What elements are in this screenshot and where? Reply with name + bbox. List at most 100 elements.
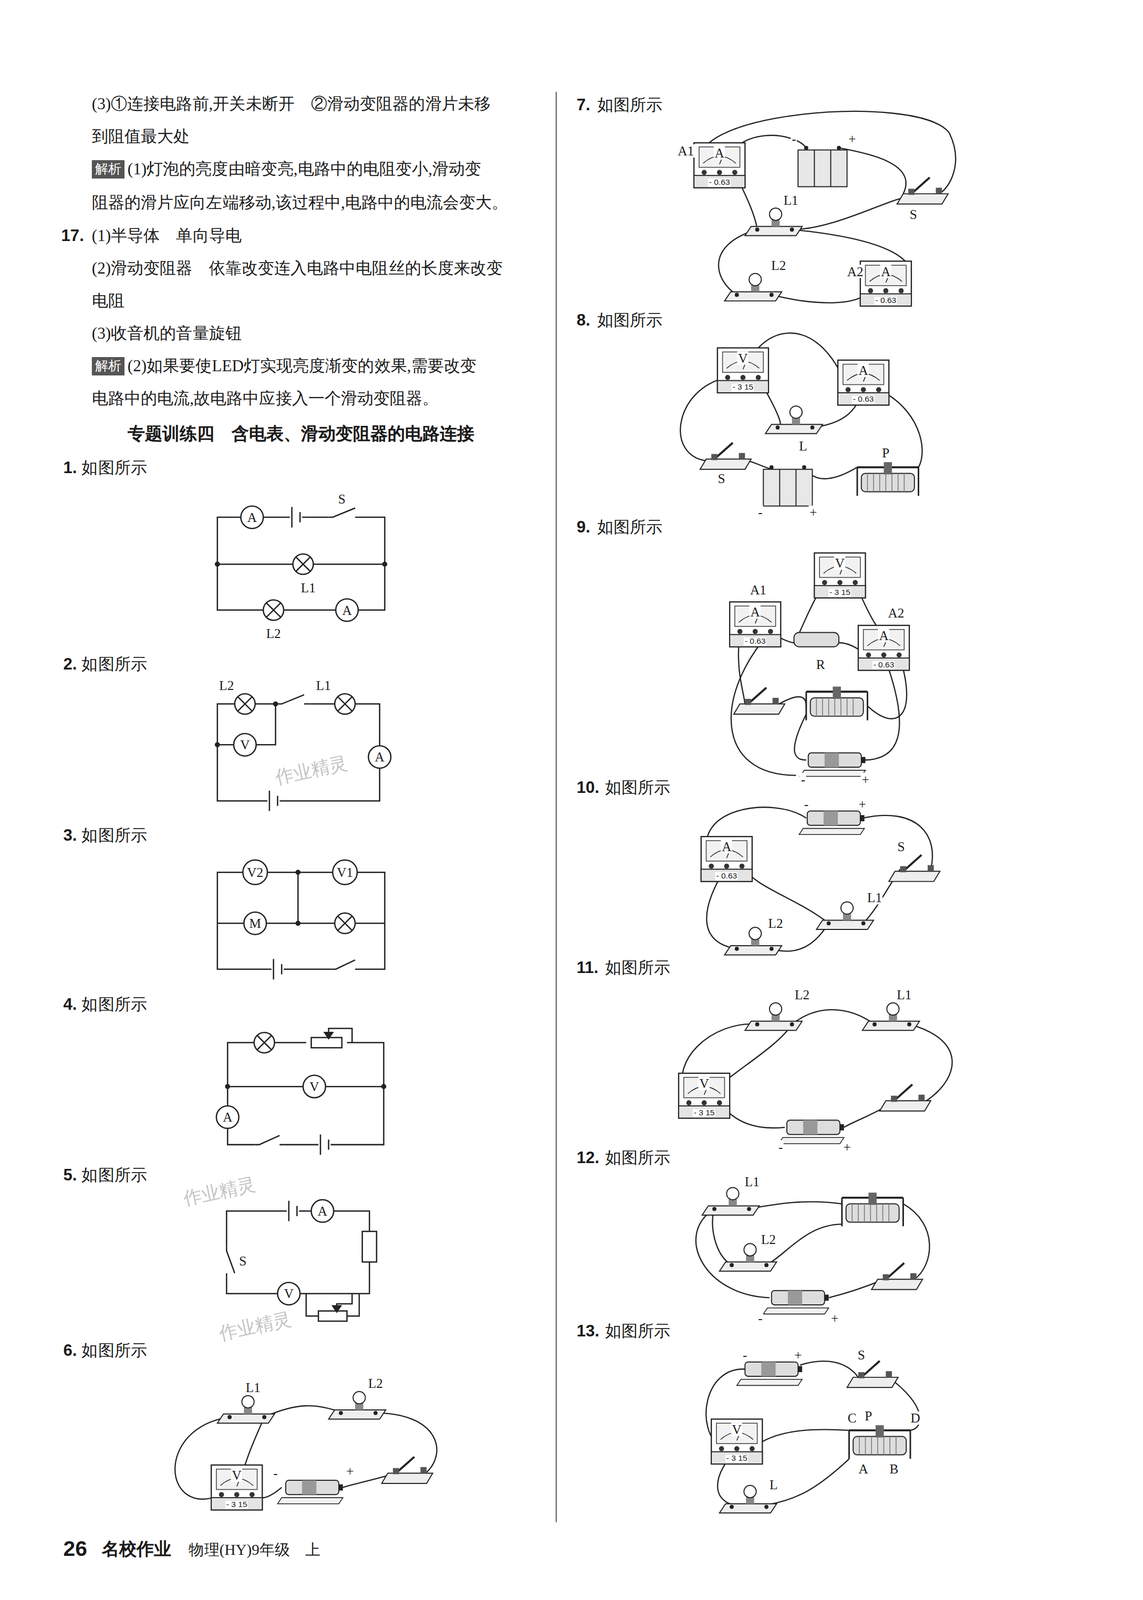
answer-text: 如图所示: [81, 994, 147, 1016]
component-label: L1: [743, 1175, 761, 1189]
component-label: +: [808, 505, 818, 519]
meter-scale: - 0.63: [851, 396, 876, 405]
component-label: L2: [367, 1377, 384, 1391]
component-label: V2: [245, 866, 265, 880]
component-label: A: [373, 750, 386, 764]
answer-text: 如图所示: [605, 777, 671, 798]
component-label: L1: [244, 1381, 262, 1395]
answer-text: (3)收音机的音量旋钮: [91, 323, 242, 345]
answer-text: (3)①连接电路前,开关未断开 ②滑动变阻器的滑片未移: [91, 94, 491, 115]
component-label: L1: [299, 580, 317, 595]
component-label: S: [717, 472, 727, 486]
component-label: -: [803, 797, 810, 811]
answer-text: 如图所示: [605, 1321, 671, 1343]
component-label: R: [815, 657, 827, 671]
component-label: V: [231, 1469, 243, 1483]
component-label: S: [337, 492, 347, 506]
question-number: 1.: [63, 458, 77, 479]
component-label: V: [731, 1422, 743, 1437]
component-label: L1: [895, 988, 913, 1002]
question-number: 10.: [576, 777, 600, 798]
component-label: +: [829, 1312, 840, 1326]
component-label: -: [790, 132, 797, 146]
component-label: V: [239, 738, 251, 752]
analysis-tag: 解析: [91, 160, 125, 179]
component-label: V: [698, 1077, 711, 1091]
component-label: A: [857, 364, 870, 378]
meter-scale: - 0.63: [743, 637, 767, 647]
answer-text: 阻器的滑片应向左端移动,该过程中,电路中的电流会变大。: [91, 192, 509, 214]
page-number: 26: [63, 1536, 87, 1562]
meter-scale: - 3 15: [828, 588, 852, 598]
component-label: -: [756, 1312, 764, 1326]
component-label: D: [909, 1411, 922, 1426]
meter-scale: - 3 15: [731, 383, 755, 393]
component-label: +: [345, 1464, 355, 1479]
answer-text: (1)灯泡的亮度由暗变亮,电路中的电阻变小,滑动变: [127, 159, 482, 180]
component-label: A2: [886, 606, 906, 620]
answer-text: 到阻值最大处: [91, 126, 191, 148]
analysis-tag: 解析: [91, 357, 125, 376]
answer-text: 电阻: [91, 291, 125, 312]
component-label: -: [777, 1140, 784, 1154]
component-label: L: [797, 439, 808, 453]
component-label: A: [857, 1462, 870, 1477]
component-label: V1: [335, 866, 355, 880]
component-label: B: [888, 1462, 900, 1477]
component-label: V: [283, 1287, 295, 1301]
component-label: L2: [760, 1233, 777, 1247]
question-number: 11.: [576, 958, 599, 979]
component-label: -: [272, 1467, 279, 1481]
component-label: A1: [676, 144, 695, 158]
answer-text: (1)半导体 单向导电: [91, 225, 242, 246]
answer-text: 如图所示: [597, 95, 663, 116]
component-label: A: [316, 1204, 329, 1219]
component-label: S: [237, 1254, 248, 1269]
meter-scale: - 0.63: [872, 661, 896, 670]
question-number: 13.: [576, 1321, 600, 1343]
section-title: 专题训练四 含电表、滑动变阻器的电路连接: [127, 422, 475, 445]
component-label: L2: [793, 988, 811, 1002]
question-number: 17.: [61, 225, 85, 246]
question-number: 6.: [63, 1341, 77, 1362]
component-label: L2: [265, 627, 283, 641]
question-number: 7.: [576, 95, 591, 116]
question-number: 4.: [63, 994, 77, 1016]
book-name: 名校作业: [101, 1536, 172, 1562]
component-label: L: [768, 1478, 779, 1492]
component-label: L1: [782, 193, 800, 207]
answer-text: 如图所示: [605, 958, 671, 979]
component-label: L1: [866, 891, 883, 905]
answer-text: 如图所示: [597, 517, 663, 538]
answer-text: 如图所示: [81, 1165, 147, 1187]
watermark: 作业精灵: [273, 753, 350, 787]
component-label: A: [713, 146, 726, 160]
component-label: S: [896, 840, 907, 854]
answer-text: 如图所示: [605, 1148, 671, 1169]
meter-scale: - 3 15: [725, 1455, 749, 1464]
component-label: A: [246, 510, 258, 524]
component-label: +: [860, 773, 870, 787]
component-label: -: [741, 1348, 748, 1362]
component-label: A: [749, 605, 762, 619]
component-label: +: [793, 1348, 803, 1362]
component-label: -: [756, 505, 764, 519]
component-label: A: [720, 840, 733, 854]
component-label: -: [799, 773, 807, 787]
component-label: C: [846, 1411, 858, 1426]
component-label: A: [879, 264, 892, 278]
component-label: P: [863, 1409, 874, 1423]
meter-scale: - 3 15: [225, 1501, 249, 1510]
meter-scale: - 0.63: [708, 178, 732, 187]
answer-text: 如图所示: [81, 653, 147, 675]
component-label: L1: [315, 679, 332, 693]
meter-scale: - 0.63: [714, 872, 739, 881]
component-label: V: [834, 556, 846, 570]
component-label: S: [856, 1348, 867, 1362]
component-label: +: [847, 132, 857, 146]
component-label: L2: [217, 679, 235, 693]
question-number: 3.: [63, 825, 77, 847]
answer-text: 如图所示: [597, 310, 663, 331]
component-label: L2: [767, 917, 785, 931]
